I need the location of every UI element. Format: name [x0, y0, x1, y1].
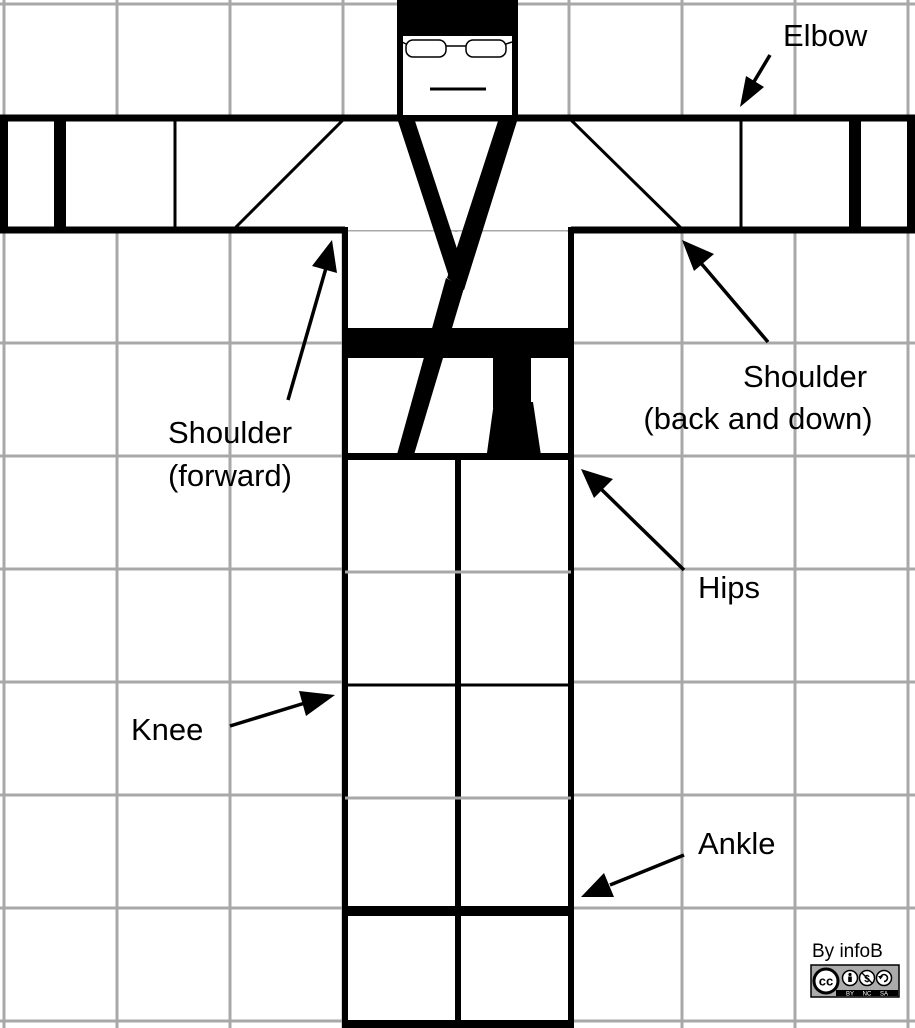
author-credit: By infoB [812, 941, 883, 962]
glasses-icon [401, 39, 513, 58]
credit: By infoB cc $ BY NC SA [808, 938, 902, 998]
elbow-arrow [740, 54, 772, 107]
legs [342, 457, 574, 1028]
label-hips: Hips [698, 570, 760, 605]
license-caption-by: BY [846, 992, 854, 998]
head [397, 0, 518, 121]
belt [342, 328, 574, 358]
right-shoulder-diagonal [569, 118, 685, 232]
arm-band-white [3, 118, 912, 230]
svg-text:cc: cc [819, 974, 833, 989]
left-shoulder-diagonal [231, 118, 345, 232]
shoulder-back-arrow [682, 240, 770, 344]
label-shoulder-forward-detail: (forward) [168, 458, 292, 493]
hips-arrow [581, 469, 686, 572]
lapel-lower [396, 278, 464, 458]
face [397, 17, 518, 121]
cc-icon [812, 967, 840, 995]
label-shoulder-back: Shoulder [743, 359, 867, 394]
lapel-left [397, 118, 464, 280]
license-caption-nc: NC [863, 992, 872, 998]
svg-text:$: $ [864, 974, 870, 985]
label-shoulder-forward: Shoulder [168, 415, 292, 450]
ankle-arrow [581, 853, 685, 897]
cc-license-badge: cc $ BY NC SA [810, 964, 900, 998]
label-shoulder-back-detail: (back and down) [643, 401, 872, 436]
arms [0, 114, 915, 234]
sa-icon [875, 969, 893, 987]
hair [397, 0, 518, 36]
knee-arrow [229, 691, 335, 728]
license-caption-sa: SA [880, 992, 888, 998]
label-elbow: Elbow [783, 18, 868, 53]
labels: Elbow Shoulder (back and down) Shoulder … [131, 18, 873, 861]
shoulder-forward-arrow [286, 240, 337, 401]
label-ankle: Ankle [698, 826, 776, 861]
arrows [229, 54, 772, 897]
label-knee: Knee [131, 712, 203, 747]
lapel-right [447, 118, 518, 290]
belt-knot [493, 354, 531, 408]
